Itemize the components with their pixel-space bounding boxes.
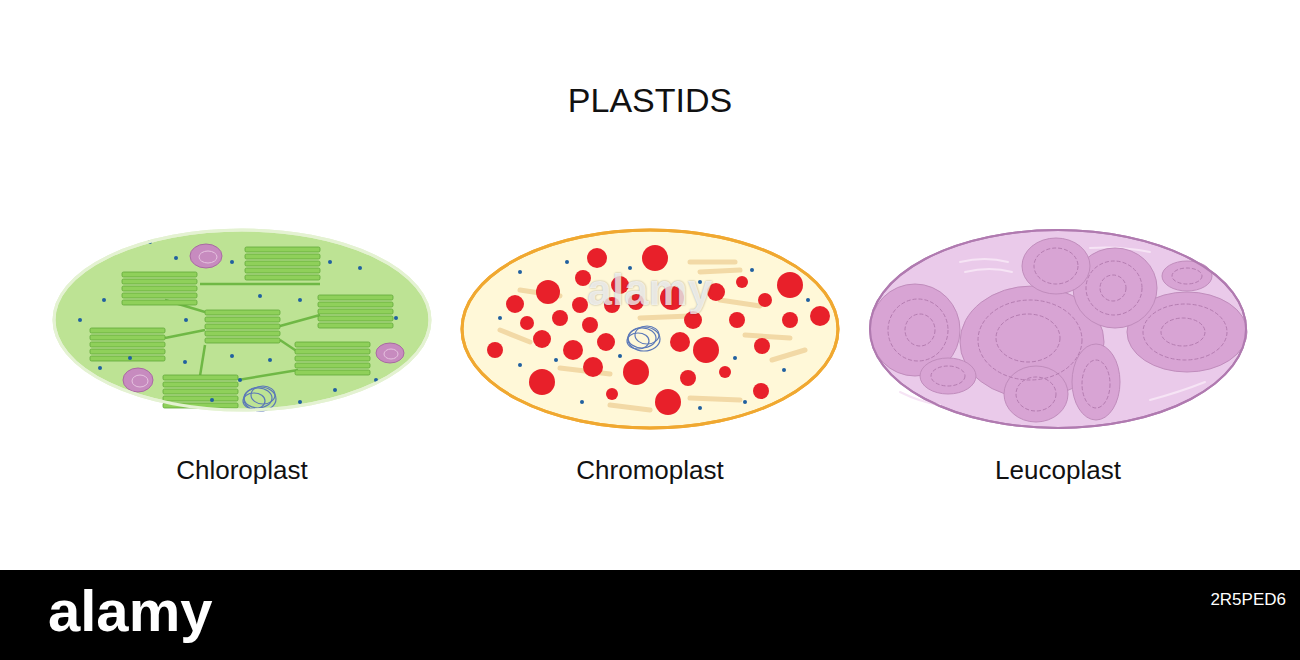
plastid-name: Chromoplast: [452, 455, 848, 486]
plastid-name: Leucoplast: [860, 455, 1256, 486]
leucoplast-node: Leucoplast: [860, 228, 1256, 486]
logo-text: alamy: [48, 579, 212, 643]
plastid-outline: [52, 228, 432, 412]
chromoplast-figure: [462, 230, 838, 428]
plastid-name: Chloroplast: [44, 455, 440, 486]
chloroplast-figure: [54, 230, 430, 411]
plastid-outline: [868, 228, 1248, 430]
image-id: 2R5PED6: [1210, 591, 1286, 610]
chloroplast-node: Chloroplast: [44, 228, 440, 486]
footer-bar: [0, 570, 1300, 660]
watermark: alamy: [588, 266, 713, 314]
diagram-title: PLASTIDS: [568, 80, 732, 121]
leucoplast-figure: [870, 230, 1247, 428]
plastid-outline: [460, 228, 840, 430]
